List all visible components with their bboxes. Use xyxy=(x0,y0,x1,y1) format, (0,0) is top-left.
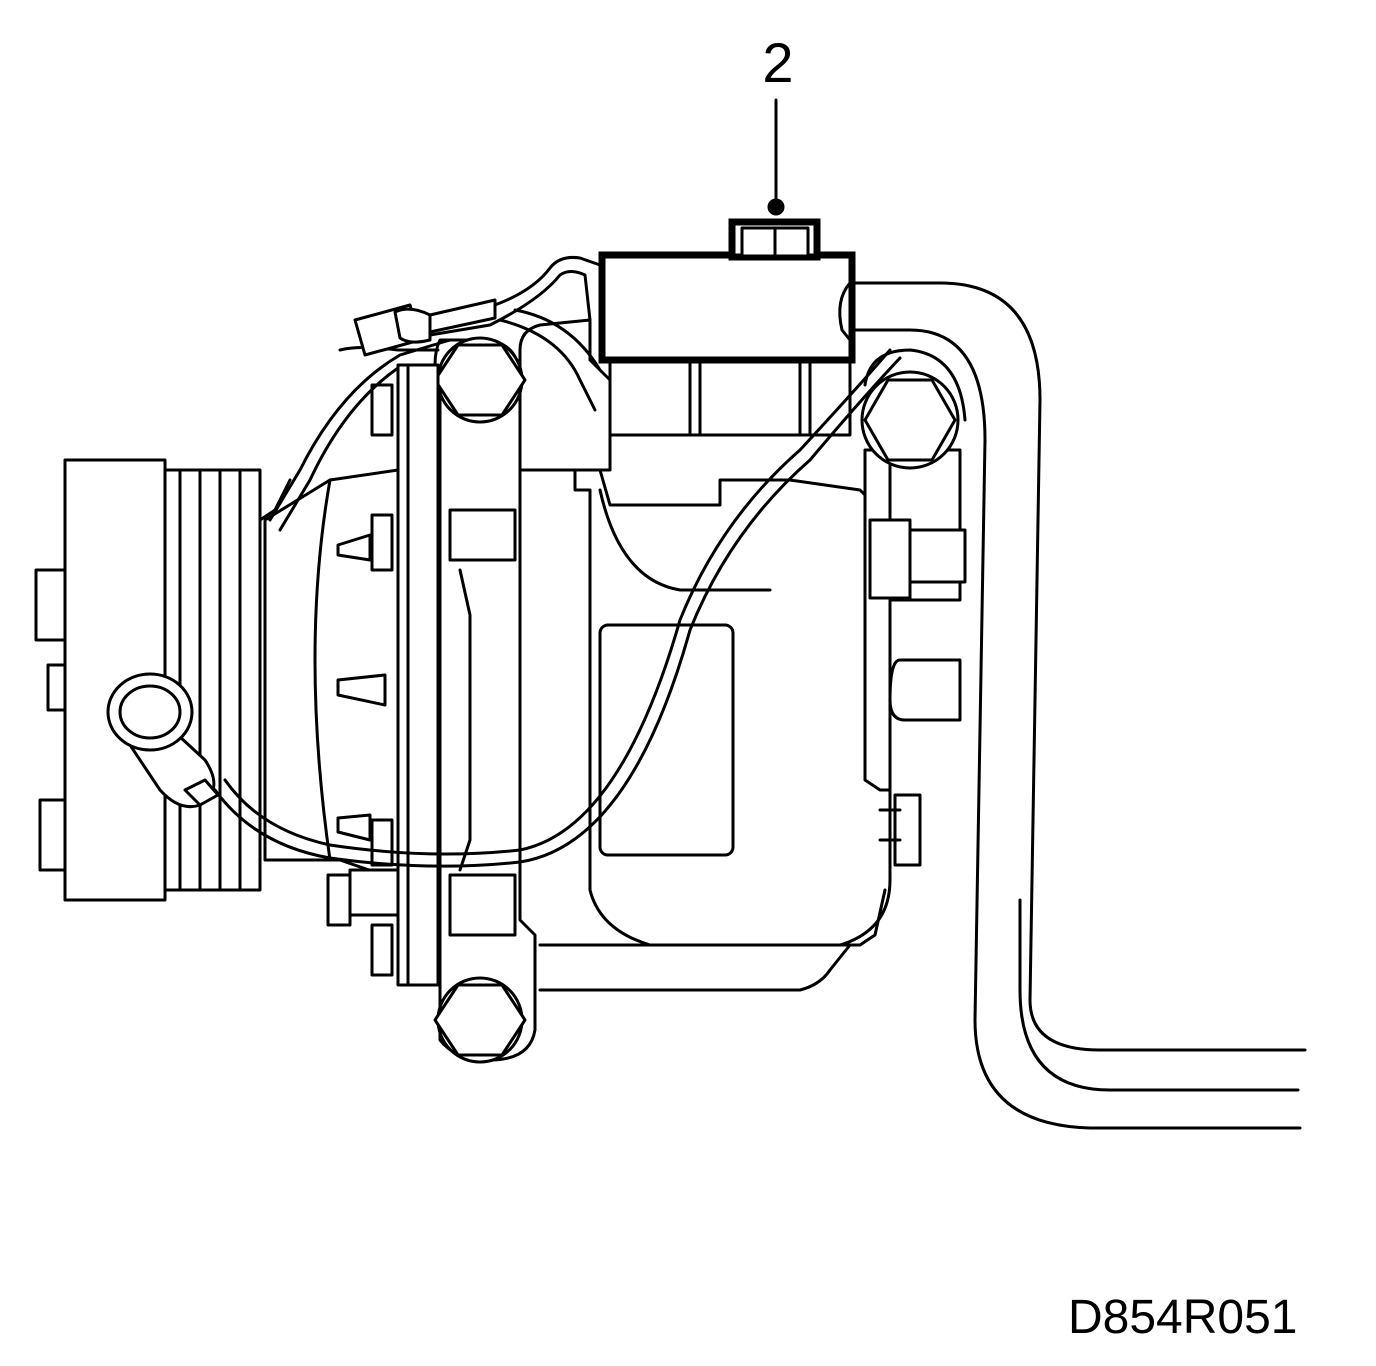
front-housing xyxy=(263,383,472,977)
wiring-harness xyxy=(213,256,902,868)
callout-leader xyxy=(767,98,785,216)
valve-block xyxy=(518,218,856,472)
callout-dot xyxy=(767,198,785,216)
clutch-connector xyxy=(106,672,220,809)
rear-head xyxy=(863,448,967,867)
front-flange xyxy=(338,346,440,987)
callout-number-2: 2 xyxy=(762,31,794,94)
figure-code: D854R051 xyxy=(1068,1291,1298,1344)
compressor-body xyxy=(538,453,892,992)
refrigerant-pipe xyxy=(848,281,1307,1130)
